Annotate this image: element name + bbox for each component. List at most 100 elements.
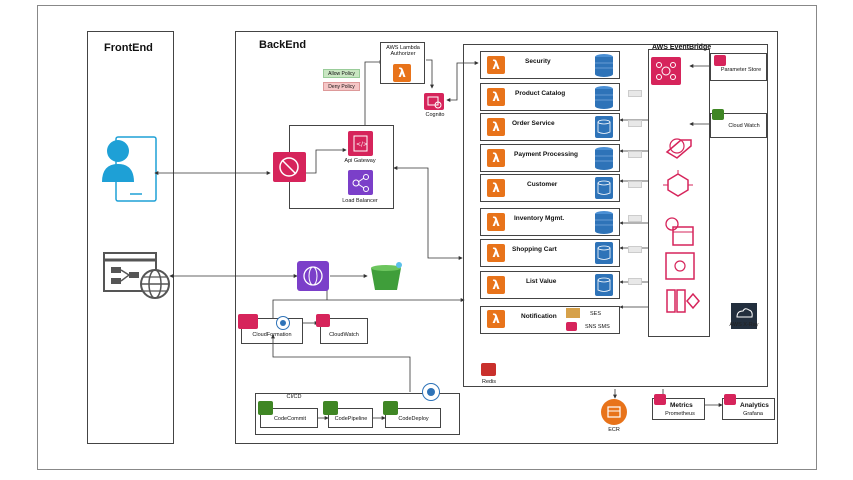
lambda-authorizer-label: AWS Lambda Authorizer (386, 45, 420, 58)
load-balancer-label: Load Balancer (342, 198, 378, 204)
service-lambda-icon: λ (487, 276, 505, 294)
analytics-sub: Grafana (743, 411, 763, 417)
cloudformation-label: CloudFormation (252, 332, 292, 338)
load-balancer-icon (348, 170, 373, 195)
ecr-icon (601, 399, 627, 425)
api-gateway-label: Api Gateway (344, 158, 376, 164)
notification-box (480, 306, 620, 334)
cloudformation-box (241, 318, 303, 344)
codecommit-box (260, 408, 318, 428)
codepipeline-icon (323, 401, 338, 415)
rds-database-icon (594, 146, 614, 176)
service-lambda-icon: λ (487, 118, 505, 136)
eventbridge-icon (651, 57, 681, 85)
cloudwatch-box (710, 113, 767, 138)
api-gateway-icon: </> (348, 131, 373, 156)
metrics-icon (654, 394, 666, 405)
xray-box (731, 303, 757, 329)
codedeploy-label: CodeDeploy (398, 416, 429, 422)
service-lambda-icon: λ (487, 244, 505, 262)
service-label: Product Catalog (515, 90, 566, 97)
sns-icon (566, 322, 577, 331)
ses-icon (566, 308, 580, 318)
cloudformation-icon (238, 314, 258, 329)
cloudformation-badge-icon (276, 316, 290, 330)
service-label: Customer (527, 181, 558, 188)
codecommit-icon (258, 401, 273, 415)
mobile-user-icon (100, 134, 158, 209)
ses-label: SES (590, 311, 602, 317)
metrics-sub: Prometheus (665, 411, 695, 417)
service-box (480, 113, 620, 141)
s3-bucket-icon (368, 262, 404, 297)
cognito-label: Cognito (425, 112, 445, 118)
service-lambda-icon: λ (487, 149, 505, 167)
allow-policy-badge: Allow Policy (323, 69, 360, 78)
connector-tag (628, 120, 642, 127)
service-lambda-icon: λ (487, 213, 505, 231)
deny-policy-badge: Deny Policy (323, 82, 360, 91)
codepipeline-box (328, 408, 373, 428)
service-box (480, 239, 620, 267)
cloudwatch-label: Cloud Watch (728, 123, 760, 129)
service-box (480, 174, 620, 202)
codepipeline-label: CodePipeline (334, 416, 368, 422)
service-label: Security (525, 58, 551, 65)
rds-database-icon (594, 53, 614, 83)
waf-icon (273, 152, 306, 182)
notification-label: Notification (521, 313, 557, 320)
cloudfront-icon (297, 261, 329, 291)
dynamodb-icon (594, 273, 614, 303)
analytics-title: Analytics (740, 402, 769, 409)
event-bus-icon (663, 170, 693, 203)
cloudwatch-left-box (320, 318, 368, 344)
notification-lambda-icon: λ (487, 310, 505, 328)
service-lambda-icon: λ (487, 56, 505, 74)
web-app-icon (103, 252, 173, 307)
cognito-icon (424, 93, 444, 110)
cloudwatch-icon (712, 109, 724, 120)
connector-tag (628, 90, 642, 97)
service-lambda-icon: λ (487, 88, 505, 106)
connector-tag (628, 246, 642, 253)
event-rule-icon (663, 132, 697, 165)
connector-tag (628, 215, 642, 222)
service-lambda-icon: λ (487, 179, 505, 197)
codedeploy-box (385, 408, 441, 428)
service-label: Payment Processing (514, 151, 578, 158)
dynamodb-icon (594, 241, 614, 271)
service-box (480, 51, 620, 79)
scheduler-icon (663, 215, 697, 252)
rds-database-icon (594, 210, 614, 240)
service-box (480, 144, 620, 172)
redis-label: Redis (481, 379, 497, 385)
service-box (480, 271, 620, 299)
cloudwatch-left-icon (316, 314, 330, 327)
eventbridge-panel (648, 49, 710, 337)
frontend-panel (87, 31, 174, 444)
dynamodb-icon (594, 115, 614, 145)
redis-icon (481, 363, 496, 376)
backend-panel (235, 31, 778, 444)
lambda-icon: λ (393, 64, 411, 82)
connector-tag (628, 278, 642, 285)
cicd-title: CI/CD (286, 394, 302, 400)
parameter-store-label: Parameter Store (720, 67, 762, 73)
parameter-store-box (710, 53, 767, 81)
backend-title: BackEnd (259, 39, 307, 51)
xray-label: AWS X-Ray (729, 322, 759, 328)
service-label: Shopping Cart (512, 246, 557, 253)
service-label: Inventory Mgmt. (514, 215, 565, 222)
pipe-icon (665, 288, 700, 319)
analytics-box (722, 398, 775, 420)
service-label: Order Service (512, 120, 555, 127)
service-label: List Value (526, 278, 557, 285)
codecommit-label: CodeCommit (273, 416, 307, 422)
event-source-icon (664, 251, 696, 286)
codedeploy-icon (383, 401, 398, 415)
service-box (480, 83, 620, 111)
services-panel (463, 44, 768, 387)
connector-tag (628, 151, 642, 158)
connector-tag (628, 181, 642, 188)
dynamodb-icon (594, 176, 614, 206)
